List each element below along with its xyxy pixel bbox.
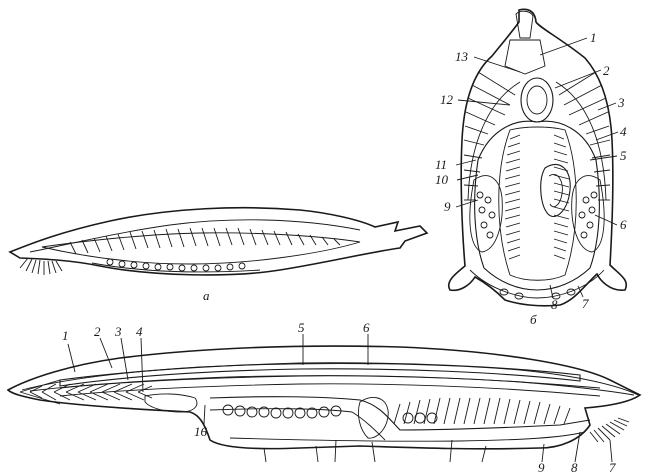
label-b-1: 1 (590, 30, 597, 45)
cross-section-outline (447, 8, 628, 307)
panel-b-cross-section: 1 2 3 4 5 6 7 8 9 10 11 12 13 б (435, 8, 628, 327)
label-b-10: 10 (435, 172, 449, 187)
label-b-11: 11 (435, 157, 447, 172)
label-c-8: 8 (571, 460, 578, 475)
intestine (209, 396, 591, 431)
atrium-wall (474, 120, 600, 291)
panel-a-gonads (106, 258, 246, 272)
label-c-3: 3 (114, 324, 122, 339)
label-c-6: 6 (363, 320, 370, 335)
panel-b-labels: 1 2 3 4 5 6 7 8 9 10 11 12 13 (435, 30, 627, 312)
label-b-4: 4 (620, 124, 627, 139)
label-b-8: 8 (551, 297, 558, 312)
label-c-4: 4 (136, 324, 143, 339)
gonad-series (222, 404, 438, 424)
gonad-texture (476, 191, 598, 239)
notochord (520, 77, 554, 123)
label-c-7: 7 (609, 460, 616, 475)
label-c-2: 2 (94, 324, 101, 339)
label-c-9: 9 (538, 460, 545, 475)
label-b-9: 9 (444, 199, 451, 214)
longitudinal-outline (6, 345, 642, 450)
panel-a-lancelet-side-view: а (8, 206, 429, 303)
panel-c-leader-lines (67, 334, 613, 463)
pharynx (498, 126, 577, 281)
panel-c-oral-cirri (589, 417, 630, 443)
label-b-2: 2 (603, 63, 610, 78)
label-b-3: 3 (617, 95, 625, 110)
panel-a-label: а (203, 288, 210, 303)
panel-a-oral-cirri (19, 257, 63, 275)
label-b-13: 13 (455, 49, 469, 64)
panel-a-myomeres (69, 227, 341, 255)
label-b-7: 7 (582, 296, 589, 311)
gill-slits-longitudinal (393, 397, 571, 425)
cross-section-muscle-striations (463, 71, 611, 201)
label-c-16: 16 (194, 424, 208, 439)
panel-b-label: б (530, 312, 537, 327)
panel-c-labels: 1 2 3 4 5 6 16 9 8 7 (62, 320, 616, 475)
gill-bars (504, 134, 570, 260)
velum (144, 393, 198, 413)
oral-hood (19, 379, 153, 405)
label-c-5: 5 (298, 320, 305, 335)
nerve-cord (59, 362, 581, 387)
gonad-left (469, 175, 503, 253)
liver-diverticulum (540, 163, 571, 217)
liver-outgrowth (357, 397, 389, 439)
panel-c-longitudinal-section: 1 2 3 4 5 6 16 9 8 7 (6, 320, 642, 475)
label-b-6: 6 (620, 217, 627, 232)
gonad-right (571, 175, 605, 253)
panel-b-leader-lines (455, 37, 619, 299)
label-b-5: 5 (620, 148, 627, 163)
label-c-1: 1 (62, 328, 69, 343)
label-b-12: 12 (440, 92, 454, 107)
